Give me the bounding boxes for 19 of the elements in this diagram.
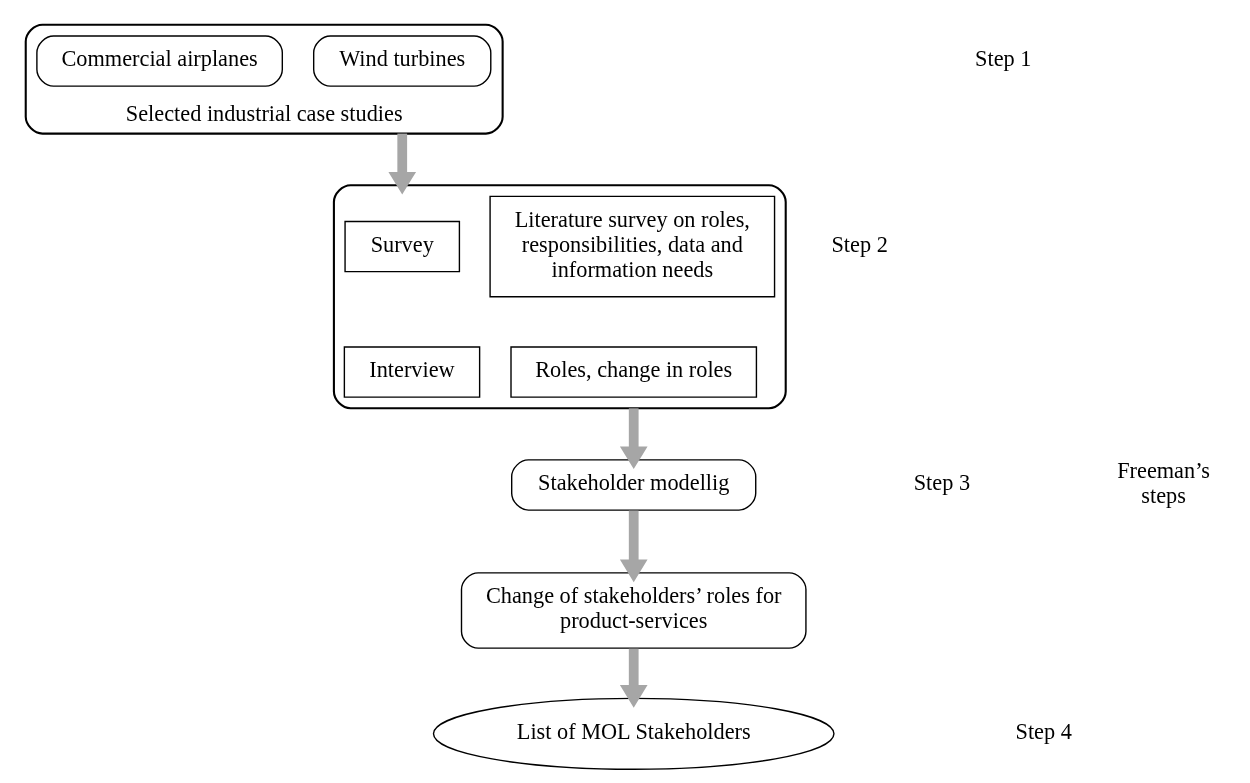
node-box: Roles, change in roles — [510, 346, 758, 398]
node-box: Wind turbines — [313, 35, 492, 87]
node-box: Interview — [343, 346, 481, 398]
node-ellipse: List of MOL Stakeholders — [432, 697, 835, 770]
label: Step 4 — [1015, 719, 1072, 745]
arrow — [619, 648, 648, 708]
label: Step 3 — [913, 470, 971, 496]
label: Step 1 — [975, 46, 1032, 72]
node-box: Commercial airplanes — [36, 35, 283, 87]
label: Freeman’s steps — [1117, 457, 1211, 508]
node-box: Stakeholder modellig — [511, 459, 757, 511]
label: Step 2 — [831, 231, 888, 257]
node-box: Change of stakeholders’ roles for product-services — [460, 572, 807, 649]
cluster — [332, 184, 787, 410]
arrow — [619, 408, 648, 470]
arrow — [619, 510, 648, 583]
node-box: Literature survey on roles, responsibilities, data and information needs — [489, 195, 776, 298]
node-box: Survey — [344, 220, 461, 273]
arrow — [388, 133, 417, 195]
